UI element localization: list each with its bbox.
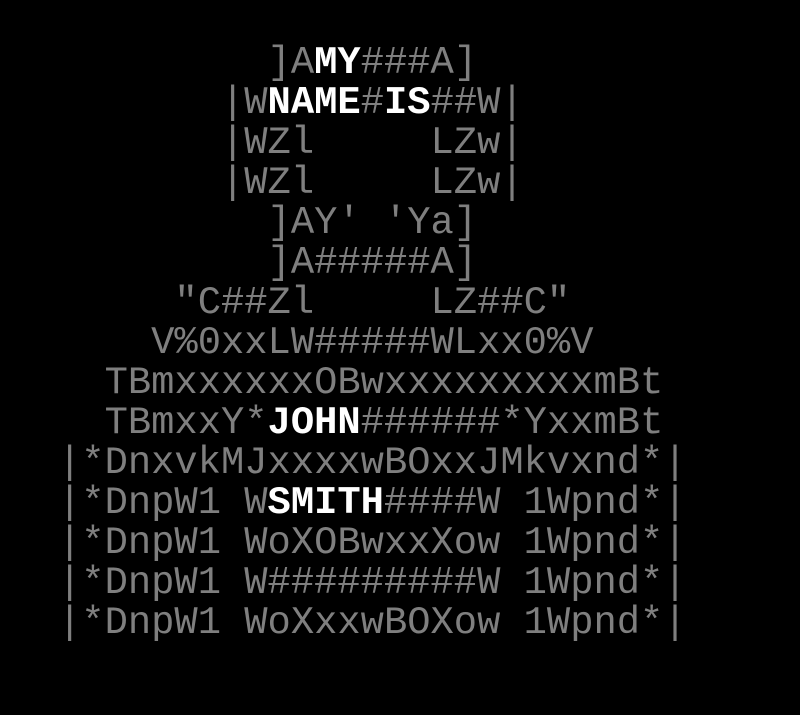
art-line: |*DnpW1 WSMITH####W 1Wpnd*| — [58, 483, 687, 523]
art-line: |WZl LZw| — [58, 163, 687, 203]
highlighted-word: JOHN — [267, 401, 361, 445]
art-line: TBmxxxxxxOBwxxxxxxxxxmBt — [58, 363, 687, 403]
art-segment: ####W 1Wpnd*| — [383, 481, 687, 525]
art-line: ]AY' 'Ya] — [58, 203, 687, 243]
highlighted-word: IS — [383, 81, 431, 125]
art-segment: V%0xxLW#####WLxx0%V — [58, 321, 594, 365]
art-segment: TBmxxxxxxOBwxxxxxxxxxmBt — [58, 361, 664, 405]
art-segment: |*DnpW1 W — [58, 481, 268, 525]
art-line: |*DnpW1 WoXxxwBOXow 1Wpnd*| — [58, 603, 687, 643]
art-segment: |*DnpW1 WoXOBwxxXow 1Wpnd*| — [58, 521, 687, 565]
art-segment: |*DnpW1 W#########W 1Wpnd*| — [58, 561, 687, 605]
ascii-art: ]AMY###A] |WNAME#IS##W| |WZl LZw| |WZl L… — [58, 43, 687, 643]
art-segment: ##W| — [430, 81, 524, 125]
art-segment: # — [360, 81, 384, 125]
art-segment: |*DnpW1 WoXxxwBOXow 1Wpnd*| — [58, 601, 687, 645]
art-segment: ###A] — [360, 41, 478, 85]
art-segment: |*DnxvkMJxxxxwBOxxJMkvxnd*| — [58, 441, 687, 485]
art-line: |WZl LZw| — [58, 123, 687, 163]
art-segment: ]AY' 'Ya] — [58, 201, 478, 245]
art-line: ]A#####A] — [58, 243, 687, 283]
highlighted-word: NAME — [267, 81, 361, 125]
highlighted-word: SMITH — [267, 481, 384, 525]
art-segment: ]A — [58, 41, 315, 85]
art-segment: |W — [58, 81, 268, 125]
art-line: TBmxxY*JOHN######*YxxmBt — [58, 403, 687, 443]
art-segment: TBmxxY* — [58, 401, 268, 445]
art-line: |WNAME#IS##W| — [58, 83, 687, 123]
highlighted-word: MY — [314, 41, 361, 85]
art-line: |*DnpW1 WoXOBwxxXow 1Wpnd*| — [58, 523, 687, 563]
art-line: V%0xxLW#####WLxx0%V — [58, 323, 687, 363]
art-line: ]AMY###A] — [58, 43, 687, 83]
art-line: |*DnxvkMJxxxxwBOxxJMkvxnd*| — [58, 443, 687, 483]
art-line: "C##Zl LZ##C" — [58, 283, 687, 323]
art-line: |*DnpW1 W#########W 1Wpnd*| — [58, 563, 687, 603]
art-segment: |WZl LZw| — [58, 121, 524, 165]
art-segment: |WZl LZw| — [58, 161, 524, 205]
art-segment: "C##Zl LZ##C" — [58, 281, 571, 325]
art-segment: ######*YxxmBt — [360, 401, 664, 445]
art-segment: ]A#####A] — [58, 241, 478, 285]
